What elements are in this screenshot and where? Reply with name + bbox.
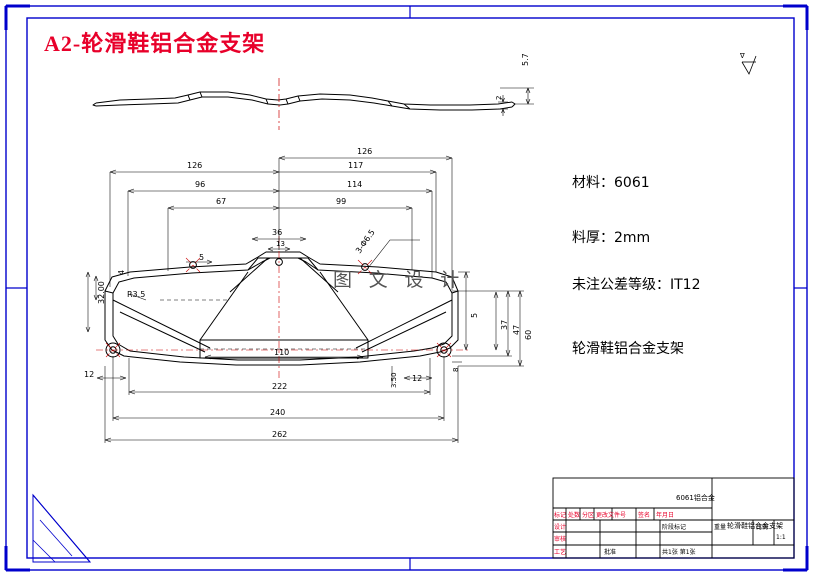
dim-126-left: 126: [187, 161, 203, 170]
dim-222: 222: [272, 382, 288, 391]
tb-stage: 阶段标记: [662, 524, 687, 531]
watermark-text: 图 文 设 计: [333, 270, 466, 291]
dim-13: 13: [276, 240, 285, 248]
dim-R3_5: R3.5: [127, 290, 146, 299]
note-material: 材料：6061: [572, 175, 650, 191]
tb-approve: 批准: [604, 549, 617, 556]
dim-36: 36: [272, 228, 283, 237]
dim-12-right: 12: [412, 374, 423, 383]
tb-row1-c2: 处数: [568, 512, 581, 519]
tb-scale-value: 1:1: [776, 534, 786, 541]
tb-weight: 重量: [714, 524, 727, 531]
dim-262: 262: [272, 430, 288, 439]
tb-material: 6061铝合金: [676, 494, 715, 502]
note-thickness: 料厚：2mm: [572, 230, 651, 246]
tb-row1-c5: 签名: [638, 512, 651, 519]
tb-row1-c1: 标记: [554, 512, 567, 519]
dim-12-left: 12: [84, 370, 95, 379]
tb-design: 设计: [554, 524, 567, 531]
note-partname: 轮滑鞋铝合金支架: [572, 341, 684, 357]
dim-114: 114: [347, 180, 363, 189]
dim-96: 96: [195, 180, 206, 189]
dim-99: 99: [336, 197, 347, 206]
tb-review: 审核: [554, 536, 567, 543]
surface-finish-symbol: ∇: [740, 52, 745, 60]
page-title: A2-轮滑鞋铝合金支架: [44, 31, 266, 56]
tb-scale-label: 比例: [756, 524, 769, 531]
tb-row1-c6: 年月日: [656, 512, 675, 519]
dim-117: 117: [348, 161, 364, 170]
tb-sheet: 共1张 第1张: [662, 549, 696, 556]
dim-110: 110: [274, 348, 290, 357]
dim-240: 240: [270, 408, 286, 417]
tb-row1-c3: 分区: [582, 512, 595, 519]
tb-row1-c4: 更改文件号: [596, 512, 627, 519]
dim-67: 67: [216, 197, 227, 206]
tb-process: 工艺: [554, 549, 567, 556]
note-tolerance: 未注公差等级：IT12: [572, 277, 701, 293]
dim-126-right: 126: [357, 147, 373, 156]
tb-partname: 轮滑鞋铝合金支架: [727, 522, 783, 530]
dim-5: 5: [199, 253, 205, 262]
